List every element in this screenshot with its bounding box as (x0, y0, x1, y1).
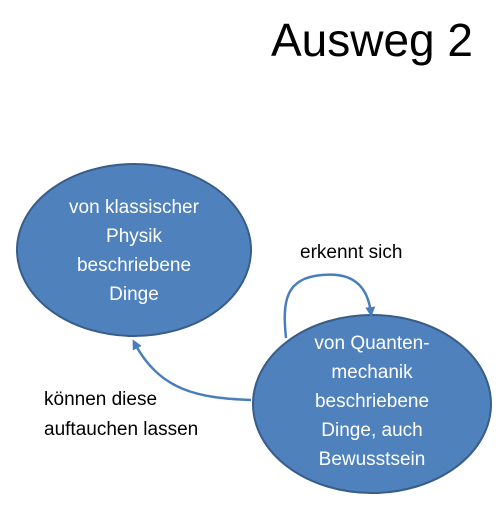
quantum-node-line-4: Dinge, auch (321, 420, 423, 441)
classical-node-line-4: Dinge (109, 284, 159, 305)
classical-node-line-2: Physik (106, 226, 162, 247)
quantum-to-classical-arrow (132, 339, 252, 402)
quantum-node-line-3: beschriebene (314, 391, 430, 412)
quantum-to-classical-label: können diese auftauchen lassen (44, 385, 198, 445)
edge-label-line-1: können diese (44, 389, 158, 410)
quantum-mechanics-node-label: von Quanten- mechanik beschriebene Dinge… (267, 329, 477, 474)
edge-label-line-2: auftauchen lassen (44, 419, 199, 440)
classical-physics-node-label: von klassischer Physik beschriebene Ding… (29, 193, 239, 309)
self-loop-arrow (283, 273, 376, 339)
quantum-node-line-2: mechanik (331, 362, 413, 383)
slide-title: Ausweg 2 (270, 14, 473, 66)
classical-node-line-1: von klassischer (69, 197, 199, 218)
classical-node-line-3: beschriebene (76, 255, 192, 276)
self-loop-label: erkennt sich (300, 242, 403, 263)
classical-physics-node-shape (16, 163, 252, 337)
quantum-node-line-1: von Quanten- (314, 333, 430, 354)
quantum-node-line-5: Bewusstsein (318, 449, 426, 470)
